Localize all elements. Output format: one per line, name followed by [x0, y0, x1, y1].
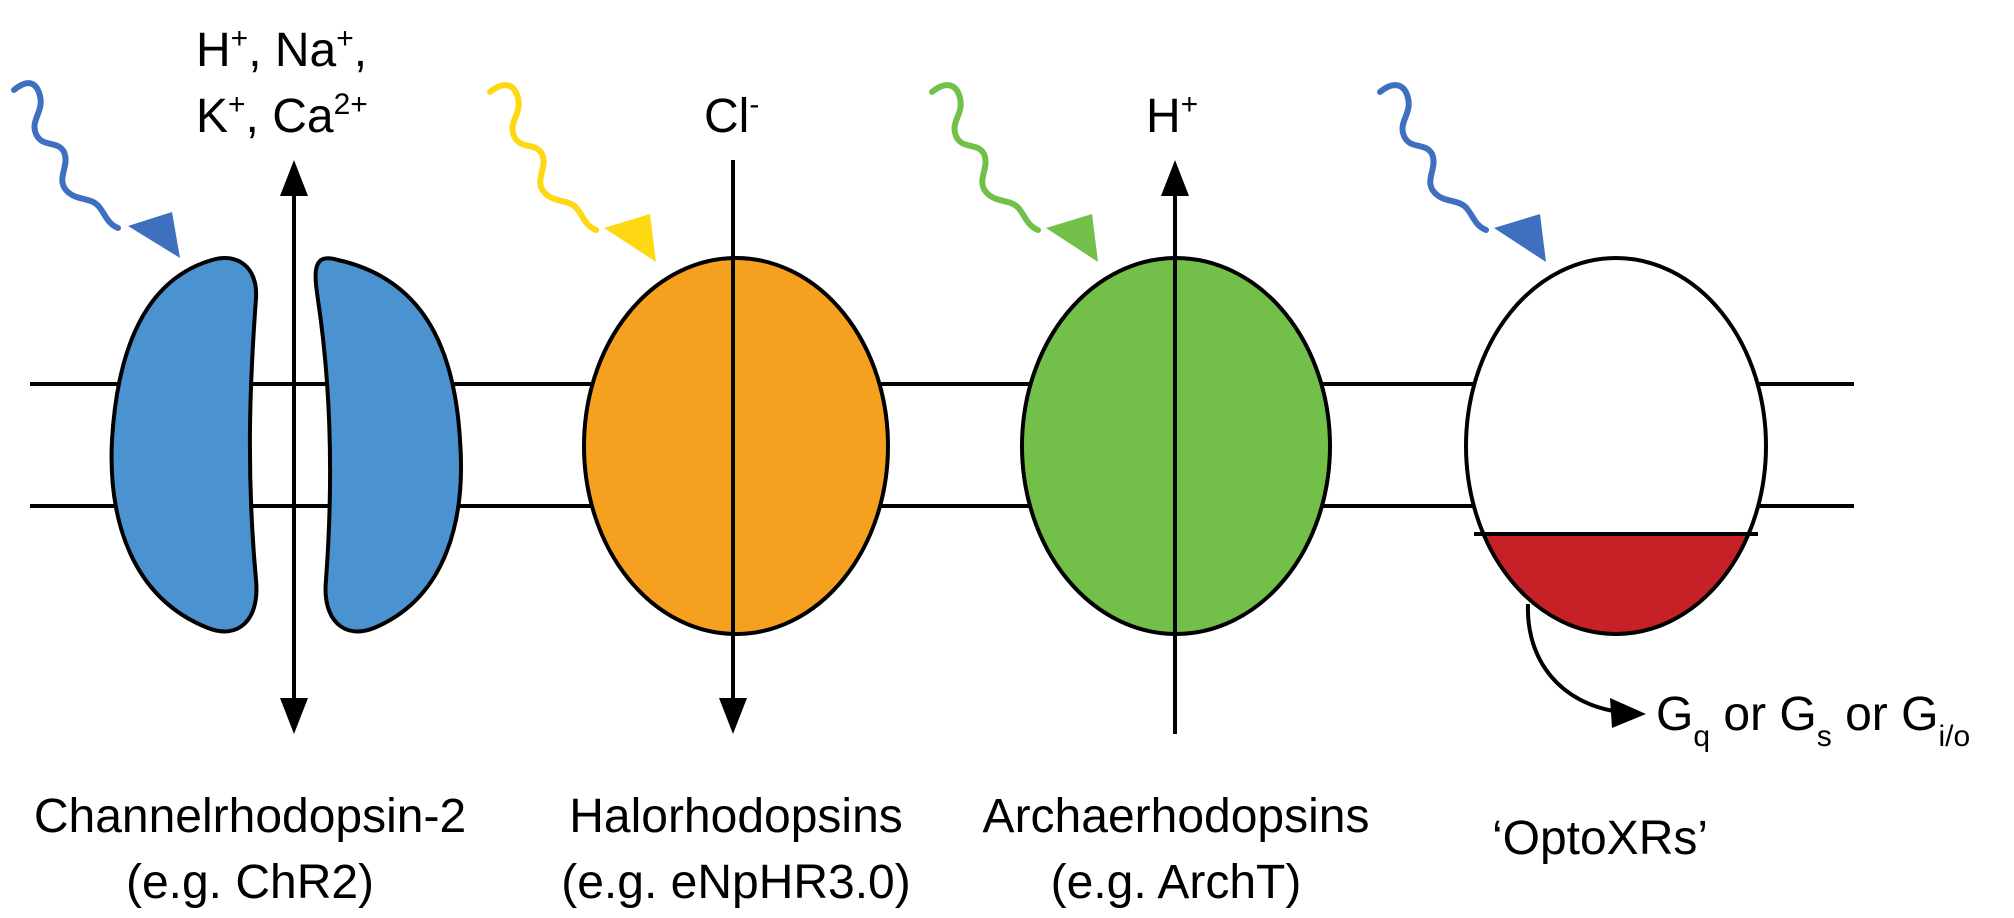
archaerhodopsin-group: H+ Archaerhodopsins (e.g. ArchT) [929, 82, 1370, 909]
up-arrowhead [280, 160, 308, 196]
optoxr-group: Gq or Gs or Gi/o ‘OptoXRs’ [1377, 82, 1970, 865]
chr-ions-line1: H+, Na+, [196, 22, 367, 77]
channelrhodopsin-group: H+, Na+, K+, Ca2+ Channelrhodopsin-2 (e.… [11, 22, 466, 909]
channelrhodopsin-name: Channelrhodopsin-2 [34, 790, 466, 843]
halorhodopsin-group: Cl- Halorhodopsins (e.g. eNpHR3.0) [487, 82, 911, 909]
archaerhodopsin-example: (e.g. ArchT) [1051, 856, 1302, 909]
down-arrowhead [719, 698, 747, 734]
g-protein-options: Gq or Gs or Gi/o [1656, 688, 1970, 753]
halorhodopsin-ion: Cl- [704, 88, 759, 143]
signaling-curved-arrow [1525, 603, 1621, 714]
chr-ions-line2: K+, Ca2+ [196, 88, 368, 143]
archaerhodopsin-ion: H+ [1146, 88, 1198, 143]
light-arrowhead [604, 214, 656, 262]
light-arrowhead [1494, 214, 1546, 262]
channelrhodopsin-example: (e.g. ChR2) [126, 856, 374, 909]
halorhodopsin-example: (e.g. eNpHR3.0) [561, 856, 910, 909]
optoxr-outline [1464, 256, 1768, 636]
signaling-arrowhead [1610, 698, 1646, 728]
wavy-light-arrow-icon [11, 80, 121, 231]
wavy-light-arrow-icon [1377, 82, 1489, 233]
halorhodopsin-name: Halorhodopsins [569, 790, 903, 843]
channelrhodopsin-right-half [313, 256, 463, 634]
halorhodopsin-body [582, 256, 890, 636]
optoxr-name: ‘OptoXRs’ [1492, 812, 1708, 865]
light-arrowhead [128, 212, 180, 258]
down-arrowhead [280, 698, 308, 734]
archaerhodopsin-name: Archaerhodopsins [983, 790, 1370, 843]
up-arrowhead [1161, 160, 1189, 196]
optoxr-g-protein-domain [1466, 534, 1766, 634]
light-arrowhead [1046, 214, 1098, 262]
wavy-light-arrow-icon [487, 82, 599, 233]
wavy-light-arrow-icon [929, 82, 1041, 233]
channelrhodopsin-left-half [109, 256, 259, 634]
